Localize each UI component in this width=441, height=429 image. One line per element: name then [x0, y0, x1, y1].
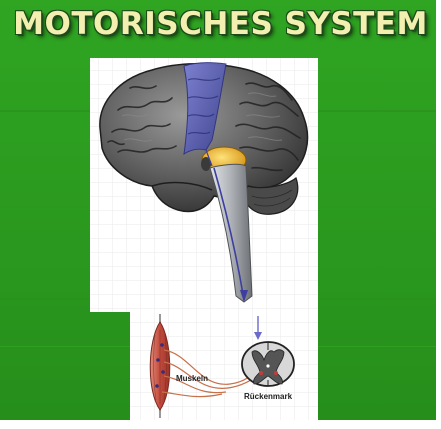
spinal-cord-cross-section — [242, 342, 294, 386]
muscle-label: Muskeln — [176, 374, 208, 383]
spinal-cord-label: Rückenmark — [244, 392, 292, 401]
slide-title: MOTORISCHES SYSTEM — [0, 6, 441, 42]
